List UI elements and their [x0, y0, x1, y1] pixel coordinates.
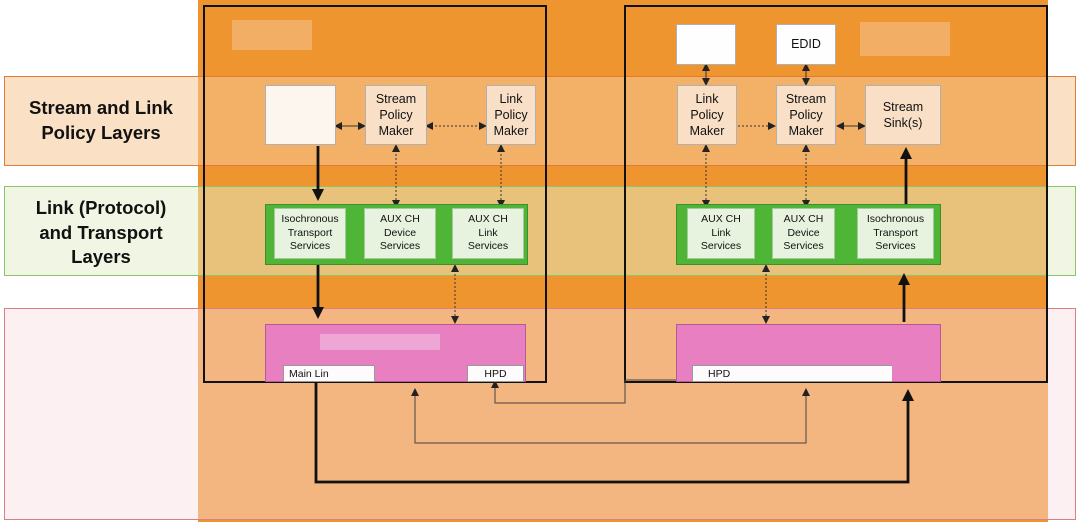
source-stream-source-box: [265, 85, 336, 145]
sink-aux-ch-link-services: AUX CH Link Services: [687, 208, 755, 259]
sink-link-policy-maker: Link Policy Maker: [677, 85, 737, 145]
source-hpd-label: HPD: [467, 365, 524, 382]
blur-patch: [860, 22, 950, 56]
source-phy-blur: [320, 334, 440, 350]
sink-unlabeled-box: [676, 24, 736, 65]
sink-aux-ch-device-services: AUX CH Device Services: [772, 208, 835, 259]
link-layer-label: Link (Protocol) and Transport Layers: [35, 197, 167, 268]
main-link-text: Main Lin: [289, 367, 329, 380]
source-main-link-label: Main Lin: [283, 365, 375, 382]
blur-patch: [232, 20, 312, 50]
policy-layer-label: Stream and Link Policy Layers: [29, 97, 173, 143]
hpd-text: HPD: [484, 367, 507, 380]
hpd-text: HPD: [708, 367, 731, 380]
sink-device: [624, 5, 1048, 383]
sink-hpd-label: HPD: [692, 365, 892, 382]
sink-stream-sinks: Stream Sink(s): [865, 85, 941, 145]
source-aux-ch-device-services: AUX CH Device Services: [364, 208, 436, 259]
source-device: [203, 5, 547, 383]
sink-edid-box: EDID: [776, 24, 836, 65]
source-link-policy-maker: Link Policy Maker: [486, 85, 536, 145]
sink-stream-policy-maker: Stream Policy Maker: [776, 85, 836, 145]
source-isochronous-transport-services: Isochronous Transport Services: [274, 208, 346, 259]
sink-isochronous-transport-services: Isochronous Transport Services: [857, 208, 934, 259]
source-aux-ch-link-services: AUX CH Link Services: [452, 208, 524, 259]
source-stream-policy-maker: Stream Policy Maker: [365, 85, 427, 145]
